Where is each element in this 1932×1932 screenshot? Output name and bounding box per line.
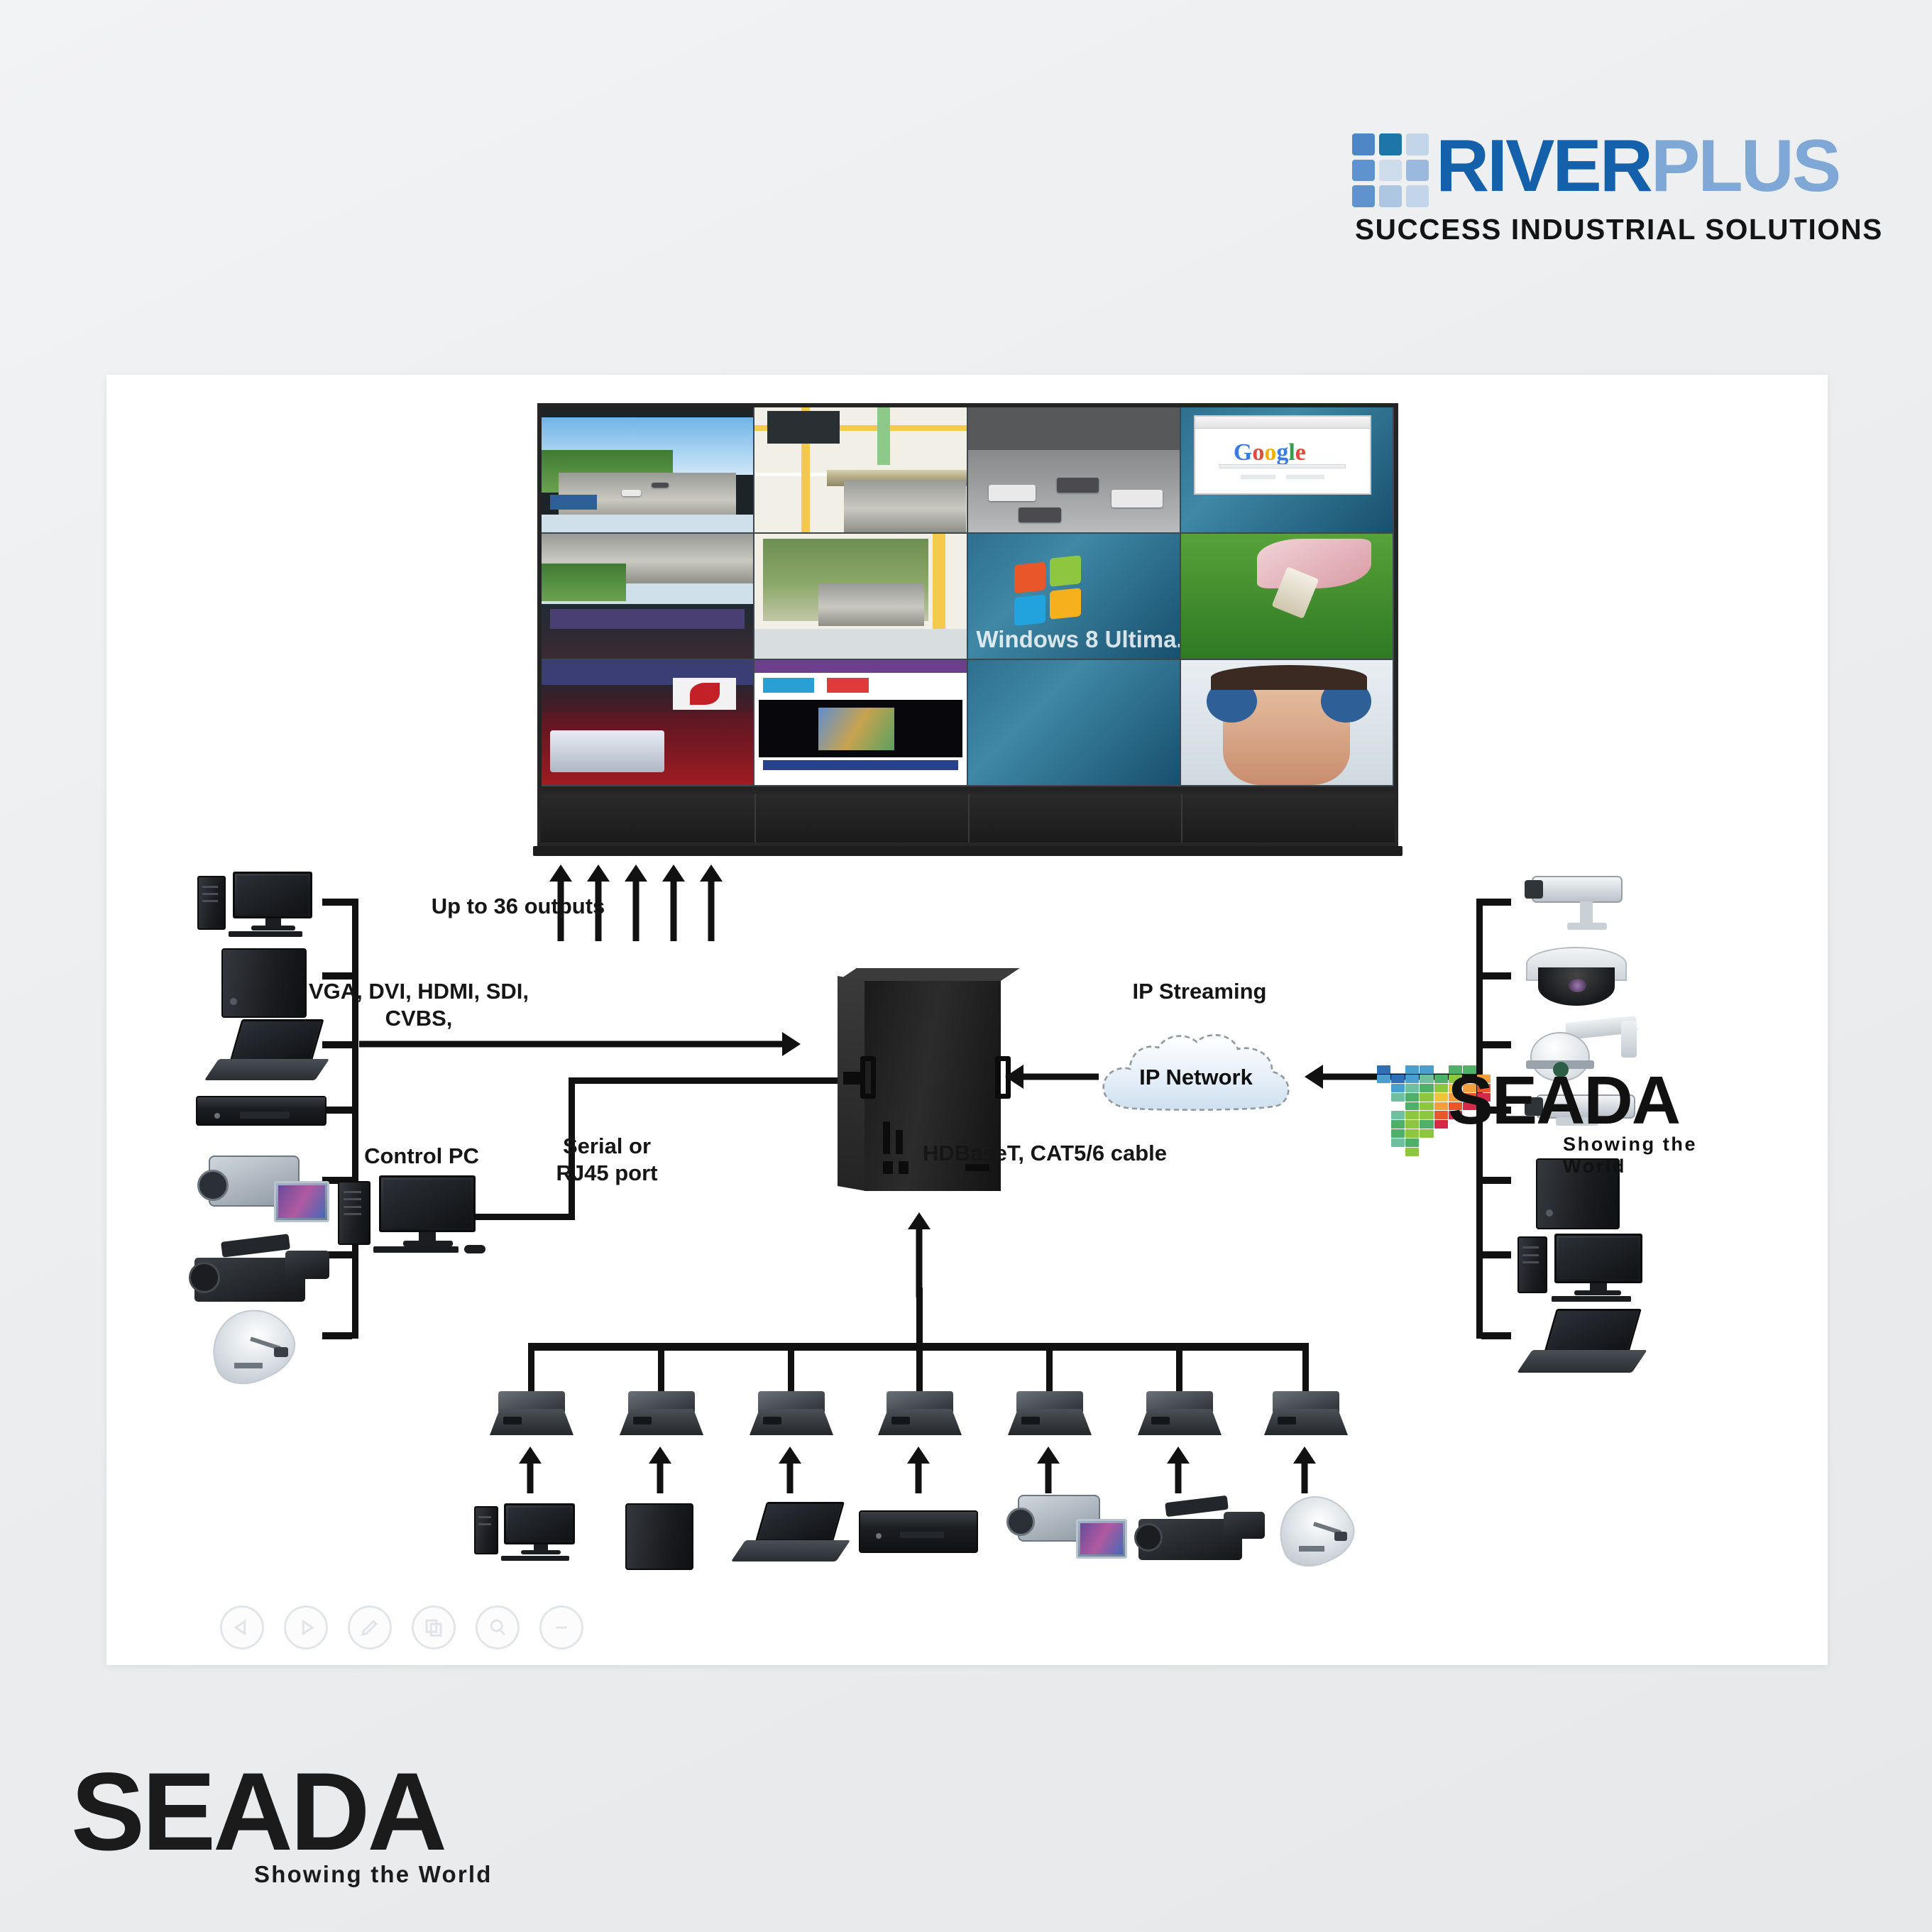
seada-footer-tagline: Showing the World xyxy=(254,1861,493,1887)
hdbaset-extender xyxy=(490,1391,573,1435)
source-desktop-pc xyxy=(197,872,325,937)
play-icon[interactable] xyxy=(284,1606,328,1650)
label-control-port: Serial or RJ45 port xyxy=(556,1134,658,1185)
hdbaset-extender xyxy=(750,1391,833,1435)
label-hdbaset: HDBaseT, CAT5/6 cable xyxy=(923,1141,1167,1165)
seada-logo-footer: SEADA Showing the World xyxy=(71,1753,525,1888)
video-wall-stand xyxy=(537,791,1398,846)
extender-source-arrow xyxy=(1037,1447,1060,1493)
source-satellite-dish xyxy=(199,1296,305,1395)
right-source-bus xyxy=(1476,899,1483,1339)
brand-secondary: PLUS xyxy=(1650,125,1841,207)
seada-wordmark: SEADA xyxy=(1448,1063,1681,1138)
hdbaset-extender xyxy=(1138,1391,1222,1435)
system-diagram: Up to 36 outputs xyxy=(106,865,1828,1665)
hdbaset-extender xyxy=(620,1391,703,1435)
hdbaset-source-professional-video-camera xyxy=(1134,1495,1266,1566)
video-wall: Google xyxy=(533,403,1403,857)
label-ip-network: IP Network xyxy=(1139,1065,1253,1090)
extender-source-arrow xyxy=(519,1447,542,1493)
extender-source-arrow xyxy=(1167,1447,1190,1493)
wall-cell xyxy=(967,660,1181,786)
input-signal-arrow xyxy=(359,1032,801,1056)
ip-camera-bullet xyxy=(1520,873,1634,933)
pen-icon[interactable] xyxy=(348,1606,392,1650)
video-wall-processor xyxy=(838,968,1020,1198)
copy-icon[interactable] xyxy=(412,1606,456,1650)
wall-cell: Windows 8 Ultima... xyxy=(967,534,1181,660)
hdbaset-source-satellite-dish xyxy=(1267,1483,1363,1577)
video-wall-screen-grid: Google xyxy=(537,403,1398,791)
wall-cell xyxy=(542,660,755,786)
windows-logo-icon xyxy=(1014,554,1082,627)
hdbaset-extender xyxy=(1008,1391,1092,1435)
more-icon[interactable] xyxy=(539,1606,583,1650)
search-icon[interactable] xyxy=(476,1606,520,1650)
hdbaset-source-laptop xyxy=(730,1502,851,1567)
hdbaset-extender xyxy=(1264,1391,1348,1435)
hdbaset-extender xyxy=(878,1391,962,1435)
output-arrow xyxy=(586,865,610,941)
extender-source-arrow xyxy=(649,1447,671,1493)
hdbaset-source-camcorder xyxy=(1002,1489,1130,1567)
hdbaset-source-dvd-player xyxy=(859,1510,978,1557)
riverplus-grid-icon xyxy=(1352,133,1429,207)
wall-cell xyxy=(1180,534,1394,660)
cloud-to-processor-arrow xyxy=(1005,1065,1099,1089)
source-professional-video-camera xyxy=(189,1234,331,1307)
wall-cell: Google xyxy=(1180,407,1394,534)
source-server-tower xyxy=(219,948,312,1019)
hdbaset-uplink-arrow xyxy=(907,1212,931,1297)
label-ip-streaming: IP Streaming xyxy=(1132,979,1267,1004)
hdbaset-source-desktop-pc xyxy=(474,1503,586,1563)
extender-source-arrow xyxy=(907,1447,930,1493)
windows-caption: Windows 8 Ultima... xyxy=(976,626,1181,653)
hdbaset-trunk xyxy=(916,1288,923,1349)
ip-camera-ptz xyxy=(1522,1015,1638,1086)
previous-icon[interactable] xyxy=(220,1606,264,1650)
video-wall-foot xyxy=(533,846,1403,856)
wall-cell xyxy=(1180,660,1394,786)
riverplus-wordmark: RIVERPLUS xyxy=(1436,124,1841,209)
hdbaset-source-server-tower xyxy=(622,1503,701,1571)
slide-toolbar[interactable] xyxy=(220,1599,596,1656)
ip-source-laptop xyxy=(1517,1309,1647,1380)
world-map-icon xyxy=(1377,1065,1491,1156)
riverplus-tagline: SUCCESS INDUSTRIAL SOLUTIONS xyxy=(1355,213,1883,246)
output-arrow xyxy=(662,865,686,941)
left-source-bus xyxy=(352,899,358,1339)
control-link-top xyxy=(569,1077,852,1084)
seada-tagline: Showing the World xyxy=(1563,1134,1698,1177)
source-camcorder xyxy=(190,1148,329,1231)
extender-source-arrow xyxy=(1293,1447,1316,1493)
wall-cell xyxy=(542,534,755,660)
control-link-h xyxy=(476,1214,575,1220)
ip-source-server-tower xyxy=(1533,1158,1625,1232)
seada-logo-slide: SEADA Showing the World xyxy=(1377,1060,1718,1177)
extender-source-arrow xyxy=(779,1447,801,1493)
ip-camera-bullet-2 xyxy=(1520,1090,1641,1141)
label-input-formats: VGA, DVI, HDMI, SDI, CVBS, xyxy=(308,979,529,1031)
wall-cell xyxy=(542,407,755,534)
source-dvd-player xyxy=(196,1093,326,1130)
output-arrow xyxy=(549,865,573,941)
seada-footer-wordmark: SEADA xyxy=(71,1750,447,1874)
ip-source-desktop-pc xyxy=(1517,1234,1654,1302)
control-pc xyxy=(338,1175,494,1255)
control-link-v xyxy=(569,1077,575,1219)
wall-cell xyxy=(967,407,1181,534)
slide-panel: Google xyxy=(106,375,1828,1665)
cloud-icon xyxy=(1102,1034,1290,1111)
label-control-pc: Control PC xyxy=(364,1143,479,1168)
output-arrow xyxy=(699,865,723,941)
riverplus-logo: RIVERPLUS SUCCESS INDUSTRIAL SOLUTIONS xyxy=(1352,125,1882,246)
ip-network-cloud: IP Network xyxy=(1093,1029,1299,1121)
wall-cell xyxy=(754,407,968,534)
ip-camera-dome xyxy=(1526,947,1627,1008)
brand-primary: RIVER xyxy=(1436,125,1653,207)
wall-cell xyxy=(754,660,968,786)
wall-cell xyxy=(754,534,968,660)
output-arrow xyxy=(624,865,648,941)
label-outputs: Up to 36 outputs xyxy=(431,894,605,918)
